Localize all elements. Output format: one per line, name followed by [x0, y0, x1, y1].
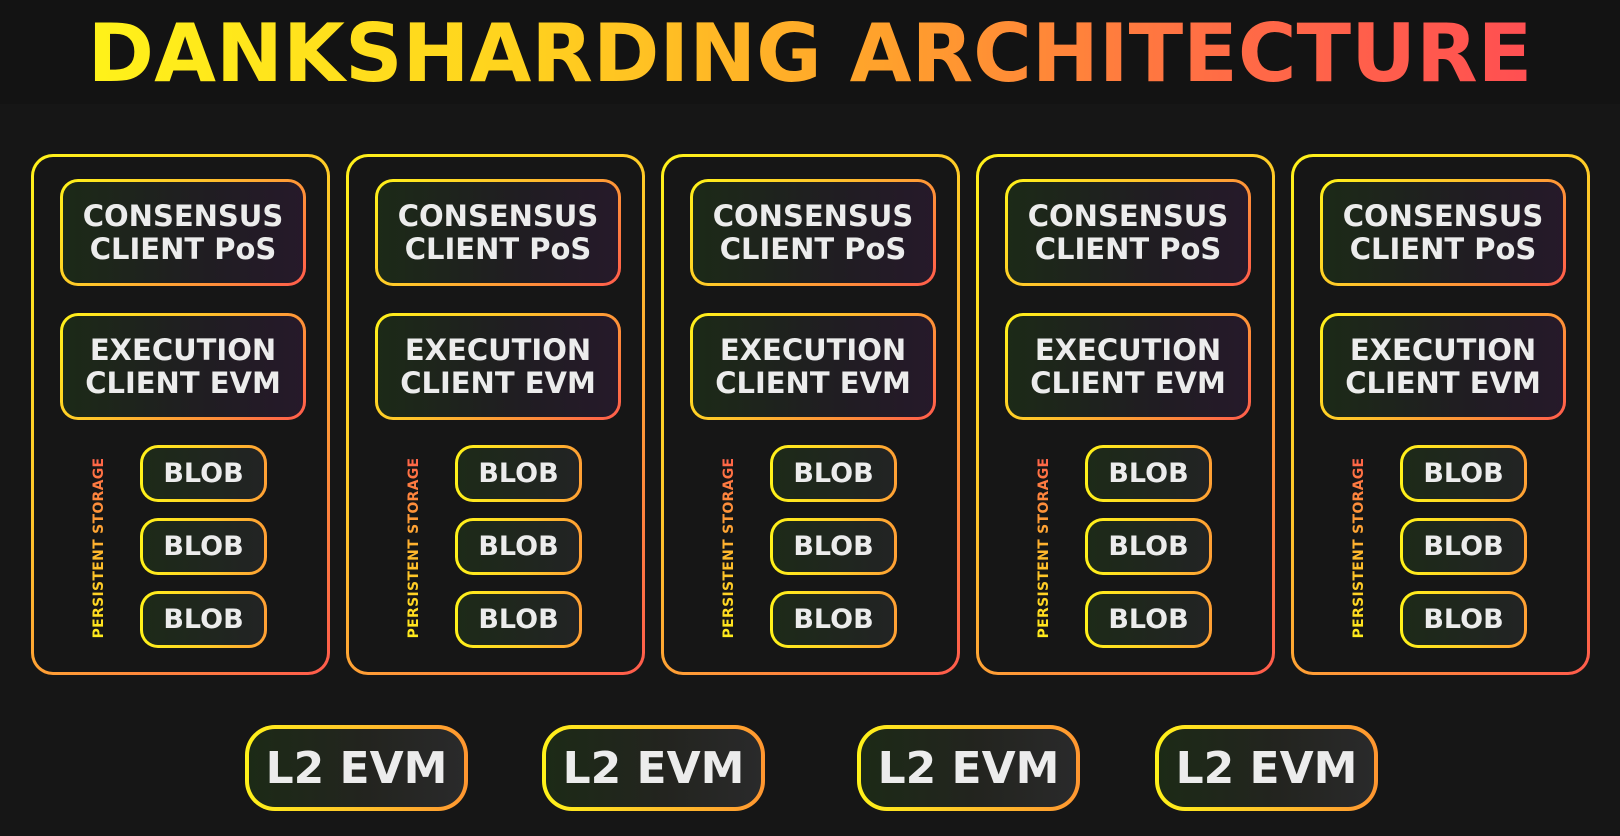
title-bar: DANKSHARDING ARCHITECTURE [0, 0, 1620, 104]
blob-box: BLOB [1400, 591, 1527, 648]
execution-client-line-1: EXECUTION [1349, 332, 1537, 367]
consensus-client-box: CONSENSUS CLIENT PoS [375, 179, 621, 286]
execution-client-line-2: CLIENT EVM [85, 365, 281, 400]
consensus-client-line-1: CONSENSUS [82, 198, 284, 233]
consensus-client-line-2: CLIENT PoS [404, 231, 592, 266]
consensus-client-line-1: CONSENSUS [1342, 198, 1544, 233]
consensus-client-line-2: CLIENT PoS [89, 231, 277, 266]
consensus-client-line-2: CLIENT PoS [1349, 231, 1537, 266]
l2-evm-box: L2 EVM [1155, 725, 1378, 811]
execution-client-box: EXECUTION CLIENT EVM [1320, 313, 1566, 420]
blob-box: BLOB [140, 445, 267, 502]
blob-box: BLOB [140, 591, 267, 648]
blob-box: BLOB [455, 445, 582, 502]
blob-box: BLOB [455, 518, 582, 575]
consensus-client-line-1: CONSENSUS [397, 198, 599, 233]
blob-box: BLOB [770, 445, 897, 502]
l2-evm-box: L2 EVM [857, 725, 1080, 811]
blob-box: BLOB [1085, 445, 1212, 502]
blob-box: BLOB [1400, 518, 1527, 575]
persistent-storage-label: PERSISTENT STORAGE [404, 448, 424, 648]
consensus-client-box: CONSENSUS CLIENT PoS [1005, 179, 1251, 286]
l2-evm-box: L2 EVM [245, 725, 468, 811]
execution-client-line-1: EXECUTION [719, 332, 907, 367]
blob-box: BLOB [1085, 518, 1212, 575]
blob-box: BLOB [1400, 445, 1527, 502]
persistent-storage-label: PERSISTENT STORAGE [89, 448, 109, 648]
blob-box: BLOB [770, 591, 897, 648]
execution-client-box: EXECUTION CLIENT EVM [375, 313, 621, 420]
persistent-storage-label: PERSISTENT STORAGE [719, 448, 739, 648]
consensus-client-box: CONSENSUS CLIENT PoS [60, 179, 306, 286]
execution-client-line-1: EXECUTION [89, 332, 277, 367]
diagram-title: DANKSHARDING ARCHITECTURE [87, 7, 1533, 100]
execution-client-line-2: CLIENT EVM [1345, 365, 1541, 400]
execution-client-line-2: CLIENT EVM [400, 365, 596, 400]
persistent-storage-label: PERSISTENT STORAGE [1349, 448, 1369, 648]
consensus-client-line-2: CLIENT PoS [719, 231, 907, 266]
execution-client-line-2: CLIENT EVM [1030, 365, 1226, 400]
execution-client-line-1: EXECUTION [404, 332, 592, 367]
consensus-client-line-2: CLIENT PoS [1034, 231, 1222, 266]
execution-client-line-2: CLIENT EVM [715, 365, 911, 400]
blob-box: BLOB [770, 518, 897, 575]
consensus-client-box: CONSENSUS CLIENT PoS [1320, 179, 1566, 286]
persistent-storage-label: PERSISTENT STORAGE [1034, 448, 1054, 648]
blob-box: BLOB [1085, 591, 1212, 648]
execution-client-line-1: EXECUTION [1034, 332, 1222, 367]
consensus-client-line-1: CONSENSUS [712, 198, 914, 233]
blob-box: BLOB [455, 591, 582, 648]
execution-client-box: EXECUTION CLIENT EVM [1005, 313, 1251, 420]
execution-client-box: EXECUTION CLIENT EVM [690, 313, 936, 420]
consensus-client-box: CONSENSUS CLIENT PoS [690, 179, 936, 286]
blob-box: BLOB [140, 518, 267, 575]
execution-client-box: EXECUTION CLIENT EVM [60, 313, 306, 420]
consensus-client-line-1: CONSENSUS [1027, 198, 1229, 233]
l2-evm-box: L2 EVM [542, 725, 765, 811]
